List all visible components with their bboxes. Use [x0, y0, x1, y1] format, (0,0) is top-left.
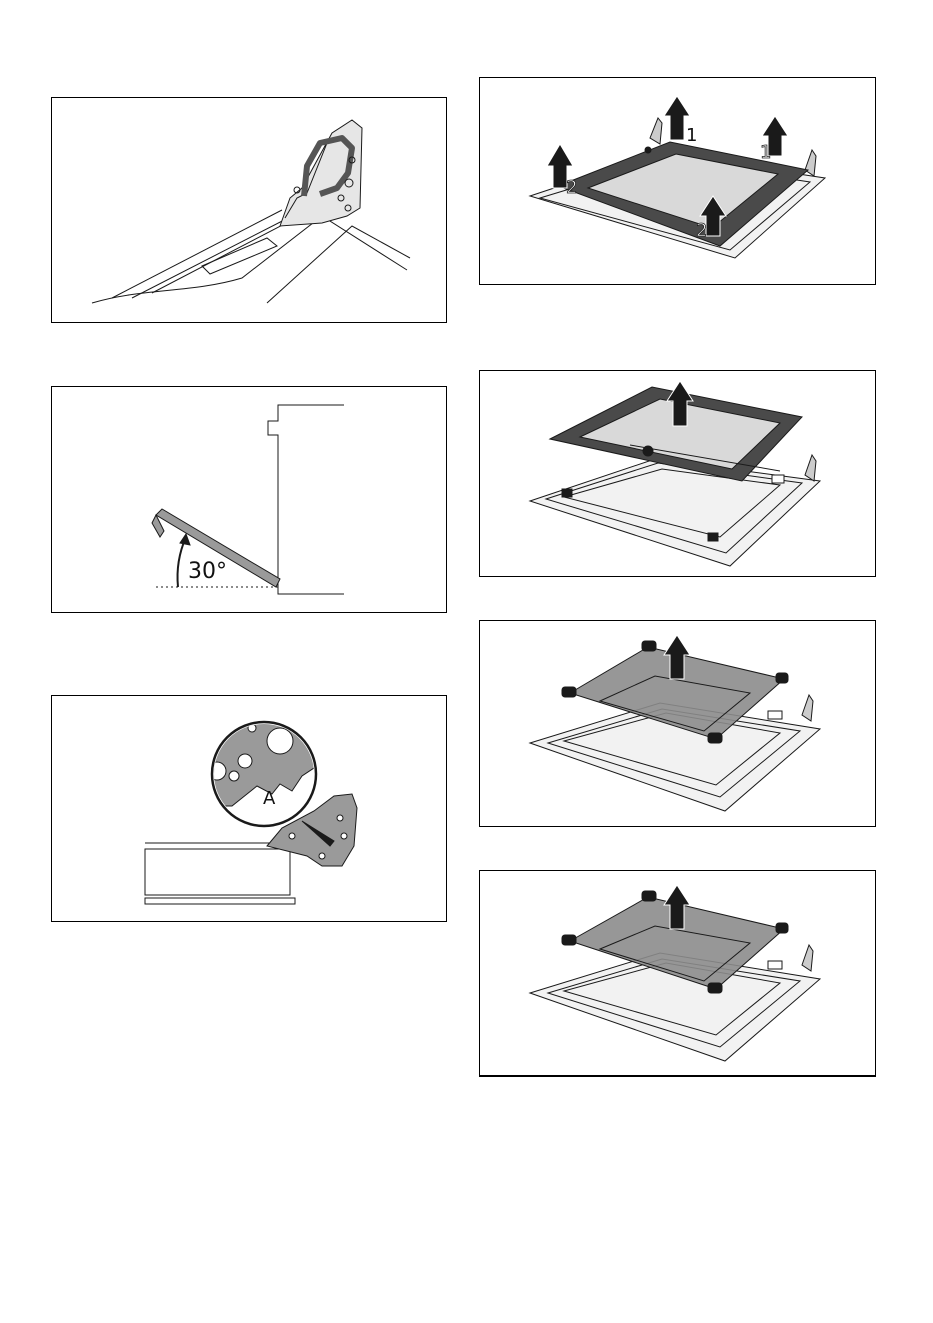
figure-hinge-detail: A [51, 695, 447, 922]
angle-label: 30° [188, 559, 227, 584]
remove-glass-2-illustration [480, 871, 877, 1078]
figure-door-angle: 30° [51, 386, 447, 613]
hinge-detail-illustration: A [52, 696, 448, 923]
figure-hinge-lock [51, 97, 447, 323]
arrow-label-2a: 2 [566, 177, 577, 198]
figure-remove-glass-2 [479, 870, 876, 1077]
figure-lift-panel: 1 1 2 2 [479, 77, 876, 285]
hinge-lock-illustration [52, 98, 448, 324]
detail-label-a: A [263, 788, 276, 809]
lift-panel-illustration: 1 1 2 2 [480, 78, 877, 286]
figure-remove-frame [479, 370, 876, 577]
door-angle-illustration: 30° [52, 387, 448, 614]
arrow-label-2b: 2 [696, 220, 707, 241]
remove-frame-illustration [480, 371, 877, 578]
arrow-label-1a: 1 [686, 125, 697, 146]
arrow-label-1b: 1 [760, 142, 771, 163]
figure-remove-glass-1 [479, 620, 876, 827]
remove-glass-1-illustration [480, 621, 877, 828]
